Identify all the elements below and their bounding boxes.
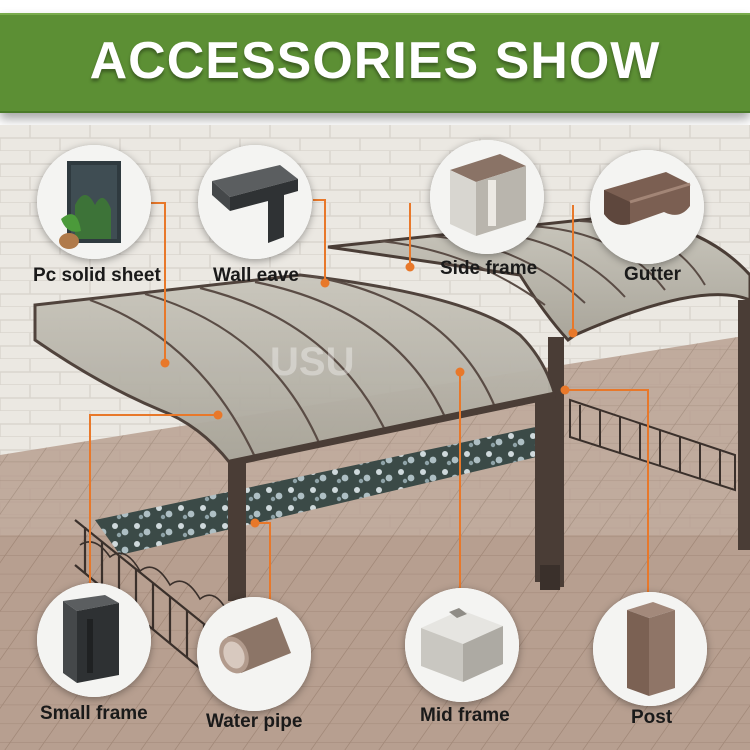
water-pipe-icon	[197, 597, 311, 711]
mid-frame-thumbnail	[405, 588, 519, 702]
callout-dots	[160, 262, 578, 528]
pc-solid-sheet-thumbnail	[37, 145, 151, 259]
side-frame-icon	[430, 140, 544, 254]
hedge	[95, 425, 545, 555]
product-scene: USU	[0, 125, 750, 750]
post-thumbnail	[593, 592, 707, 706]
gutter-label: Gutter	[624, 264, 681, 285]
callout-lines	[89, 199, 649, 630]
post-base	[540, 565, 560, 590]
side-frame-label: Side frame	[440, 258, 538, 279]
rear-fence	[569, 398, 736, 492]
rear-post-right	[738, 300, 750, 550]
mid-frame-label: Mid frame	[420, 705, 510, 726]
small-frame-thumbnail	[37, 583, 151, 697]
side-frame-thumbnail	[430, 140, 544, 254]
gutter-thumbnail	[590, 150, 704, 264]
wall-eave-icon	[198, 145, 312, 259]
page-title: ACCESSORIES SHOW	[89, 32, 661, 90]
small-frame-icon	[37, 583, 151, 697]
water-pipe-thumbnail	[197, 597, 311, 711]
header-banner: ACCESSORIES SHOW	[0, 0, 750, 125]
front-post-right	[535, 397, 553, 582]
post-label: Post	[631, 707, 673, 728]
front-roof-rafters	[89, 274, 497, 458]
wall-eave-label: Wall eave	[213, 265, 299, 286]
carport-illustration: USU	[0, 125, 750, 750]
front-beam	[229, 391, 556, 467]
pc-solid-sheet-label: Pc solid sheet	[33, 265, 161, 286]
water-pipe-label: Water pipe	[206, 711, 303, 732]
gutter-icon	[590, 150, 704, 264]
brand-watermark: USU	[270, 340, 354, 384]
front-post-left	[228, 461, 246, 601]
wall-eave-thumbnail	[198, 145, 312, 259]
pc-solid-sheet-icon	[37, 145, 151, 259]
post-icon	[593, 592, 707, 706]
banner-band	[0, 13, 750, 113]
small-frame-label: Small frame	[40, 703, 148, 724]
mid-frame-icon	[405, 588, 519, 702]
